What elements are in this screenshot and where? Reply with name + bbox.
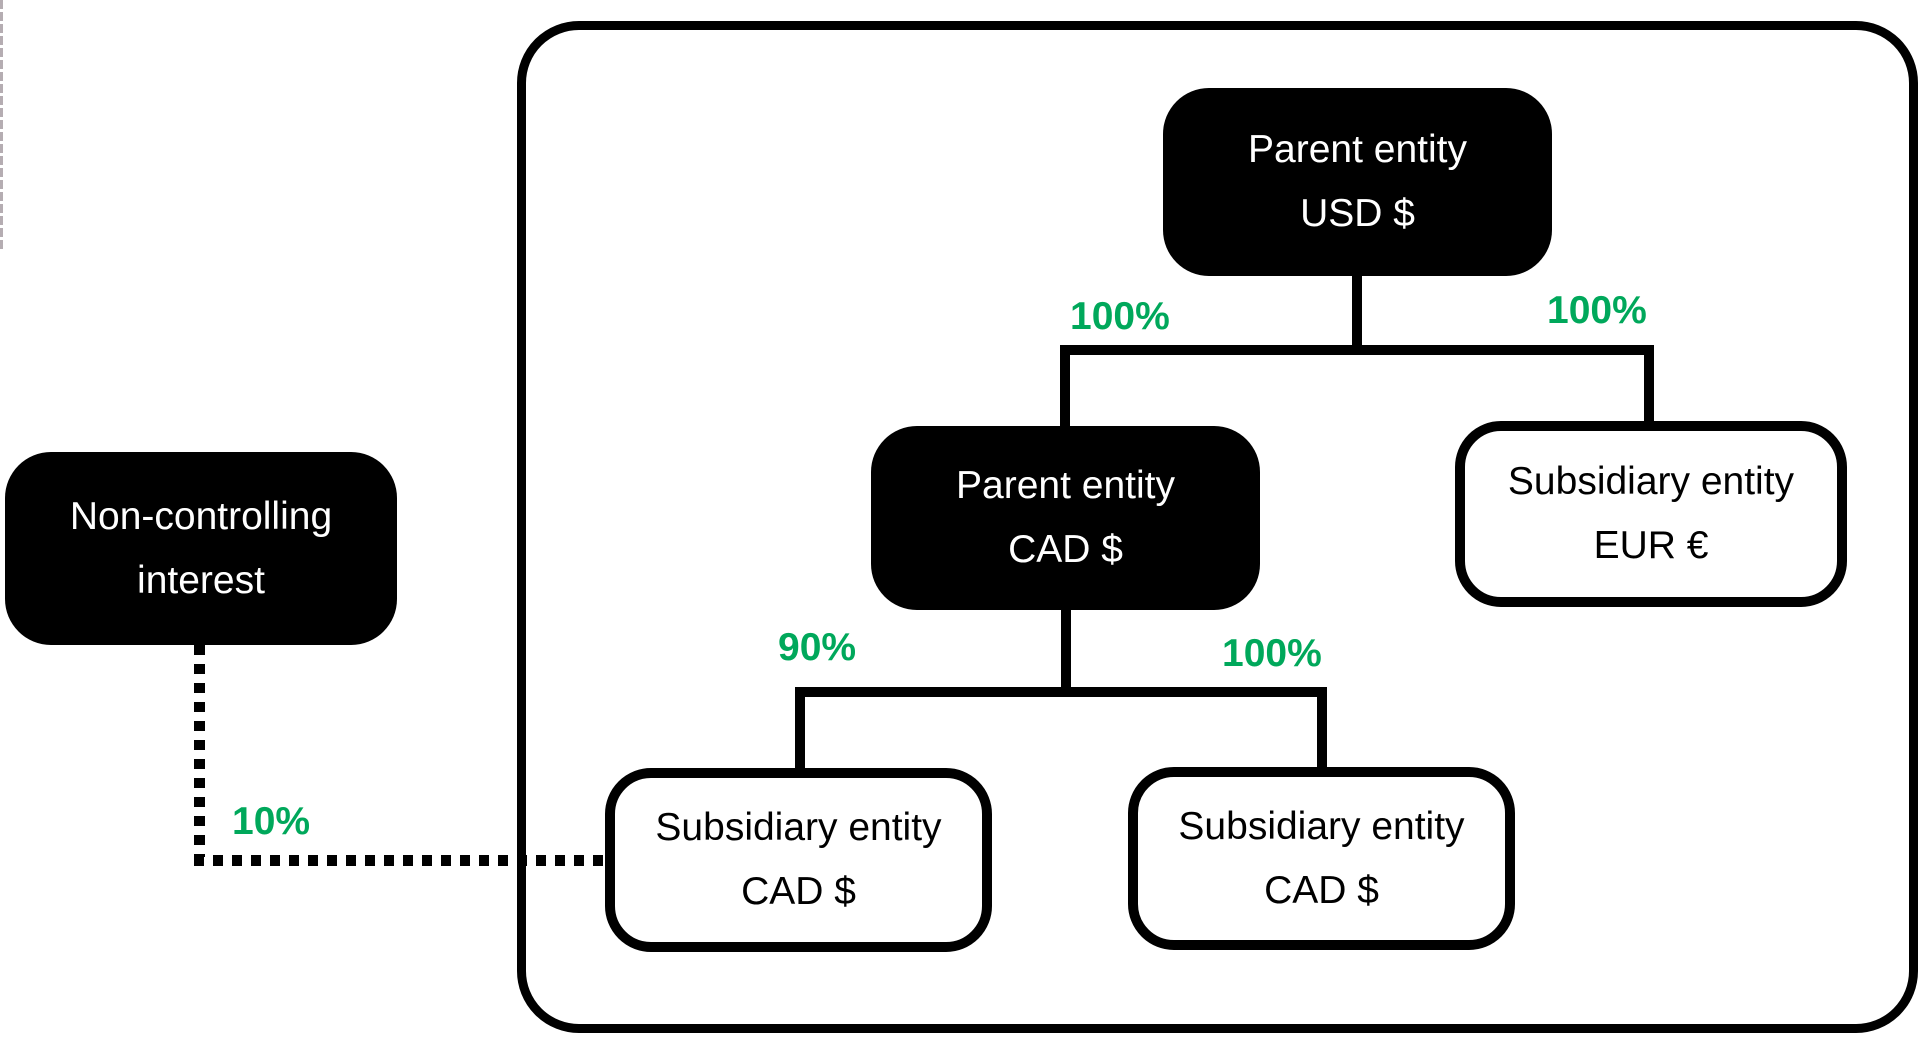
ownership-label-cad-to-sub-left: 90% <box>778 626 857 669</box>
node-label-line2: interest <box>137 558 265 602</box>
connector-cad-stem <box>1061 606 1071 692</box>
node-label-line1: Subsidiary entity <box>1178 804 1465 848</box>
node-subsidiary-entity-cad-right: Subsidiary entity CAD $ <box>1128 767 1515 950</box>
node-parent-entity-cad: Parent entity CAD $ <box>871 426 1260 610</box>
connector-usd-to-eur <box>1644 345 1654 425</box>
consolidation-group-boundary <box>517 21 1918 1033</box>
ownership-label-cad-to-sub-right: 100% <box>1222 632 1322 675</box>
node-non-controlling-interest: Non-controlling interest <box>5 452 397 645</box>
connector-cad-to-sub-right <box>1317 687 1327 770</box>
node-label-line1: Subsidiary entity <box>655 806 942 849</box>
node-label-line2: CAD $ <box>1264 868 1379 912</box>
dotted-connector-nci-horizontal <box>194 855 608 866</box>
connector-cad-bar <box>795 687 1327 697</box>
connector-usd-bar <box>1060 345 1654 355</box>
connector-cad-to-sub-left <box>795 687 805 771</box>
node-subsidiary-entity-cad-left: Subsidiary entity CAD $ <box>605 768 992 952</box>
connector-usd-to-cad <box>1060 345 1070 430</box>
node-label-line1: Parent entity <box>956 464 1175 507</box>
node-subsidiary-entity-eur: Subsidiary entity EUR € <box>1455 421 1847 607</box>
node-parent-entity-usd: Parent entity USD $ <box>1163 88 1552 276</box>
node-label-line1: Non-controlling <box>69 494 333 538</box>
node-label-line1: Subsidiary entity <box>1507 460 1795 503</box>
node-label-line2: EUR € <box>1593 524 1709 567</box>
page-edge-dashed-line <box>0 0 3 252</box>
ownership-label-nci-to-sub-left: 10% <box>232 800 311 843</box>
ownership-label-usd-to-cad: 100% <box>1070 295 1170 338</box>
dotted-connector-nci-vertical <box>194 645 205 857</box>
node-label-line2: CAD $ <box>741 870 856 913</box>
node-label-line2: CAD $ <box>1008 528 1123 571</box>
ownership-label-usd-to-eur: 100% <box>1547 289 1647 332</box>
node-label-line1: Parent entity <box>1248 128 1467 171</box>
node-label-line2: USD $ <box>1300 192 1415 235</box>
connector-usd-stem <box>1352 274 1362 350</box>
